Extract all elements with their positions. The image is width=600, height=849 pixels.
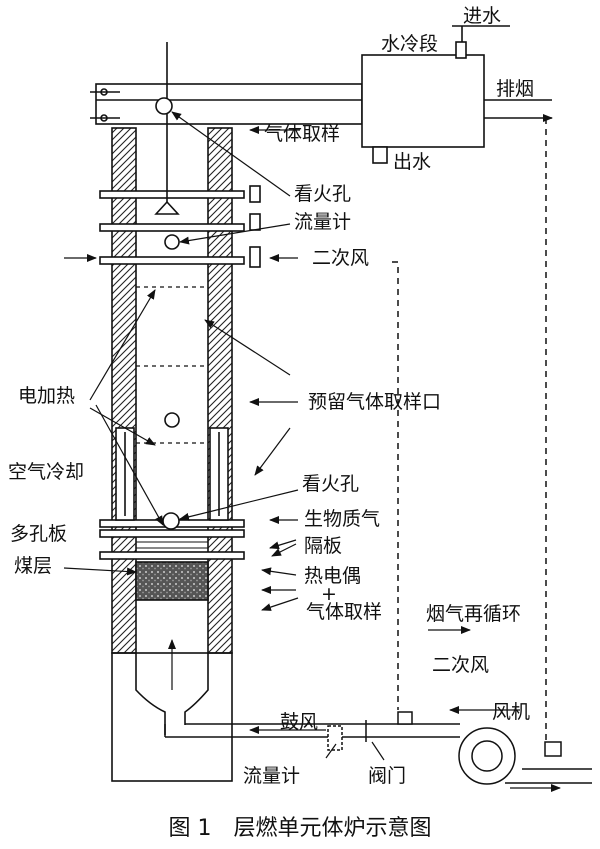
- right-wall: [207, 127, 233, 654]
- label-partition: 隔板: [304, 535, 342, 557]
- label-flue-gas-recirc: 烟气再循环: [426, 603, 521, 625]
- label-water-cooling: 水冷段: [381, 33, 438, 55]
- label-secondary-air-top: 二次风: [312, 247, 369, 269]
- label-coal-bed: 煤层: [14, 555, 52, 577]
- air-plenum: [135, 653, 209, 735]
- coal-bed-mark: [135, 561, 209, 601]
- label-thermocouple: 热电偶: [304, 565, 361, 587]
- figure-caption: 图 1 层燃单元体炉示意图: [169, 816, 432, 841]
- label-plus: +: [321, 583, 337, 605]
- label-exhaust: 排烟: [496, 78, 534, 100]
- air-cooling-jacket: [115, 427, 229, 521]
- fan-housing: [458, 727, 516, 785]
- viewport-top-mark: [155, 97, 173, 115]
- label-secondary-air-bottom: 二次风: [432, 654, 489, 676]
- right-bolts: [249, 185, 261, 268]
- top-header: [95, 83, 363, 125]
- label-perforated-plate: 多孔板: [10, 523, 67, 545]
- label-fan: 风机: [492, 701, 530, 723]
- water-cooling-box: [361, 25, 510, 164]
- label-flowmeter-top: 流量计: [294, 211, 351, 233]
- label-gas-sampling-bottom: 气体取样: [306, 601, 382, 623]
- viewport-bottom-mark: [162, 512, 180, 530]
- leader-lines: [63, 111, 561, 792]
- label-water-in: 进水: [463, 5, 501, 27]
- label-reserved-ports: 预留气体取样口: [308, 391, 441, 413]
- label-gas-sampling-top: 气体取样: [264, 123, 340, 145]
- flowmeter-window: [164, 234, 180, 250]
- furnace-body: [90, 42, 363, 782]
- label-electric-heating: 电加热: [18, 385, 75, 407]
- label-blower-air: 鼓风: [280, 711, 318, 733]
- ducts: [164, 99, 592, 785]
- label-air-cooling: 空气冷却: [8, 461, 84, 483]
- labels: 进水 水冷段 排烟 气体取样 出水 看火孔 流量计 二次风 电加热 预留气体取样…: [8, 5, 534, 787]
- left-wall: [111, 127, 137, 654]
- label-viewport-top: 看火孔: [294, 183, 351, 205]
- label-viewport-bottom: 看火孔: [302, 473, 359, 495]
- label-valve: 阀门: [368, 765, 406, 787]
- label-flowmeter-bottom: 流量计: [243, 765, 300, 787]
- label-water-out: 出水: [393, 151, 431, 173]
- window-mid: [164, 412, 180, 428]
- perforated-plate-mark: [136, 541, 208, 549]
- flowmeter-bottom-mark: [327, 725, 343, 751]
- label-biomass-gas: 生物质气: [304, 508, 380, 530]
